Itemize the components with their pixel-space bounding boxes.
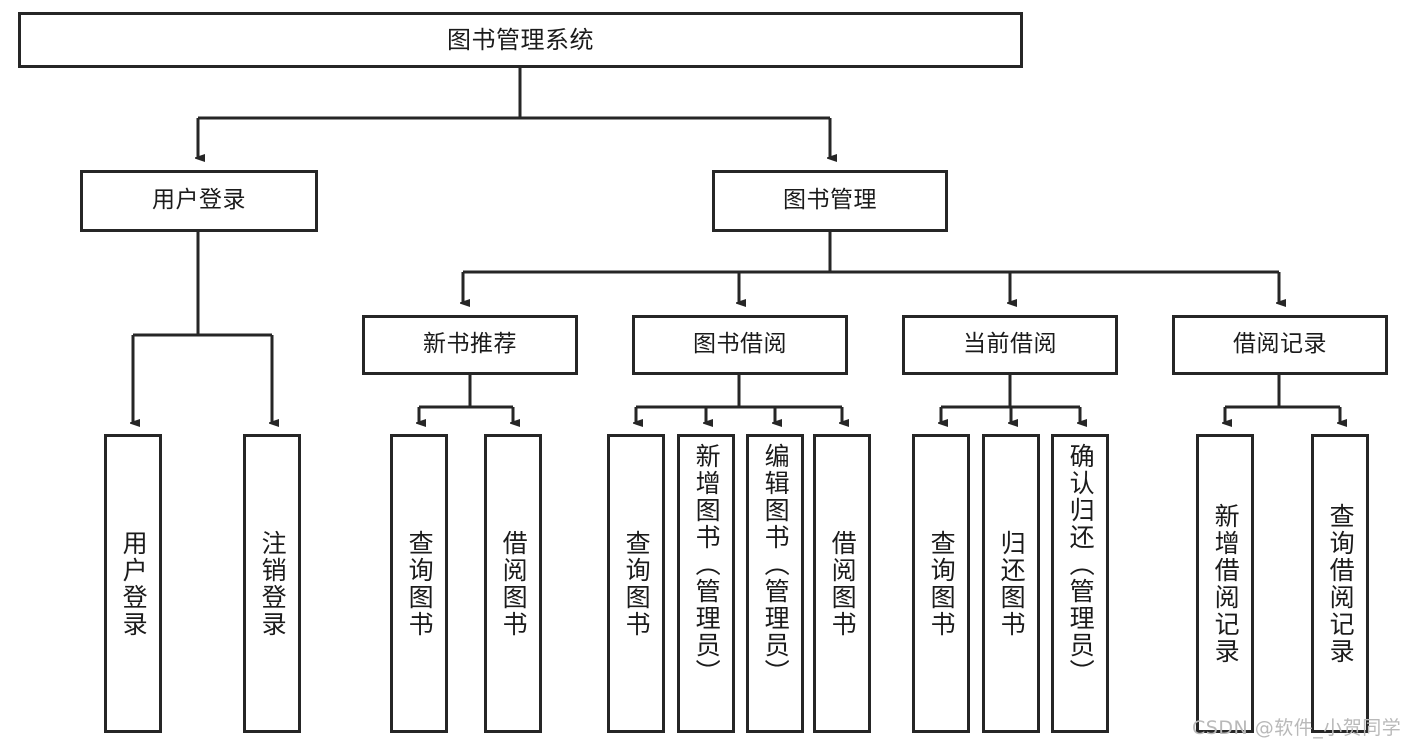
leaf-record-query-record[interactable]: 查询借阅记录	[1311, 434, 1369, 733]
node-label: 用户登录	[119, 529, 149, 638]
watermark: CSDN @软件_小贺同学	[1192, 717, 1402, 739]
leaf-borrow-query-book[interactable]: 查询图书	[607, 434, 665, 733]
node-label: 图书管理系统	[447, 25, 594, 54]
node-borrow-record[interactable]: 借阅记录	[1172, 315, 1388, 375]
leaf-current-confirm-return-admin[interactable]: 确认归还（管理员）	[1051, 434, 1109, 733]
node-label: 查询图书	[622, 529, 652, 638]
node-label: 查询图书	[927, 529, 957, 638]
node-user-login[interactable]: 用户登录	[80, 170, 318, 232]
node-label: 确认归还（管理员）	[1066, 443, 1096, 686]
node-book-borrow[interactable]: 图书借阅	[632, 315, 848, 375]
node-label: 新增借阅记录	[1211, 502, 1241, 665]
leaf-current-return-book[interactable]: 归还图书	[982, 434, 1040, 733]
node-label: 新增图书（管理员）	[692, 443, 722, 686]
node-label: 新书推荐	[423, 331, 517, 358]
node-label: 借阅图书	[499, 529, 529, 638]
leaf-borrow-borrow-book[interactable]: 借阅图书	[813, 434, 871, 733]
leaf-borrow-edit-book-admin[interactable]: 编辑图书（管理员）	[746, 434, 804, 733]
node-label: 借阅记录	[1233, 331, 1327, 358]
node-root-system[interactable]: 图书管理系统	[18, 12, 1023, 68]
node-label: 用户登录	[152, 187, 246, 214]
node-book-management[interactable]: 图书管理	[712, 170, 948, 232]
node-label: 图书借阅	[693, 331, 787, 358]
node-label: 图书管理	[783, 187, 877, 214]
node-current-borrow[interactable]: 当前借阅	[902, 315, 1118, 375]
node-label: 注销登录	[258, 529, 288, 638]
leaf-recommend-borrow-book[interactable]: 借阅图书	[484, 434, 542, 733]
node-label: 借阅图书	[828, 529, 858, 638]
node-label: 当前借阅	[963, 331, 1057, 358]
node-label: 查询图书	[405, 529, 435, 638]
leaf-user-login-logout[interactable]: 注销登录	[243, 434, 301, 733]
leaf-record-add-record[interactable]: 新增借阅记录	[1196, 434, 1254, 733]
node-new-book-recommend[interactable]: 新书推荐	[362, 315, 578, 375]
node-label: 查询借阅记录	[1326, 502, 1356, 665]
node-label: 编辑图书（管理员）	[761, 443, 791, 686]
leaf-borrow-add-book-admin[interactable]: 新增图书（管理员）	[677, 434, 735, 733]
leaf-recommend-query-book[interactable]: 查询图书	[390, 434, 448, 733]
node-label: 归还图书	[997, 529, 1027, 638]
leaf-current-query-book[interactable]: 查询图书	[912, 434, 970, 733]
leaf-user-login-login[interactable]: 用户登录	[104, 434, 162, 733]
